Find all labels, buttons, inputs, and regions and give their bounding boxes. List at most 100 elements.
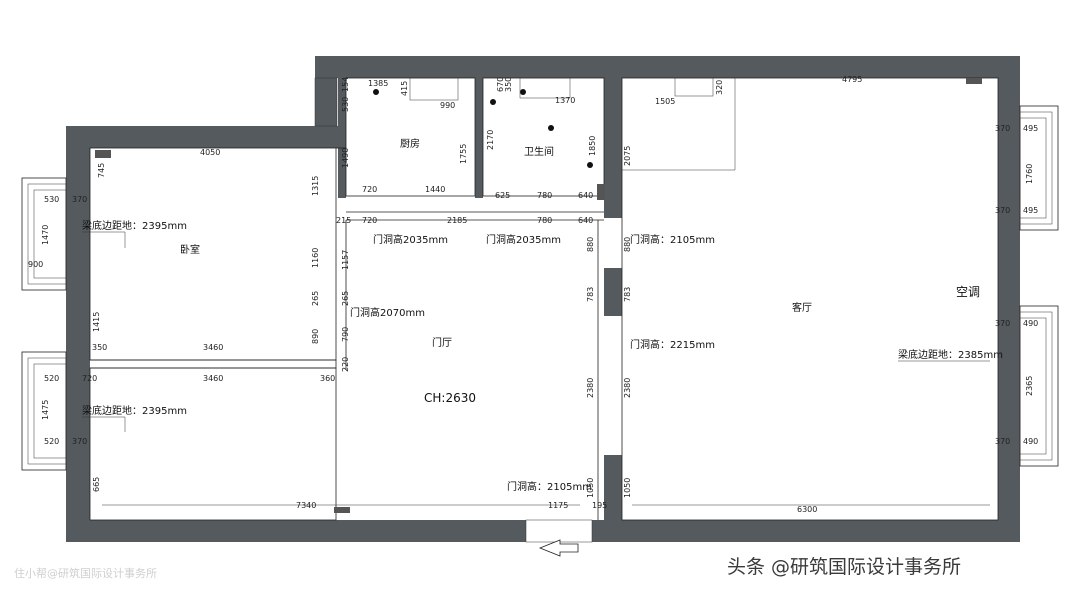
- notes: CH:2630 梁底边距地：2395mm 梁底边距地：2395mm 梁底边距地：…: [82, 219, 1003, 493]
- dim-label: 1315: [311, 176, 320, 196]
- room-labels: 卧室 厨房 卫生间 门厅 客厅 空调: [180, 137, 980, 349]
- beam-note-bedroom-2: 梁底边距地：2395mm: [82, 404, 187, 417]
- radiator: [95, 150, 111, 158]
- dim-label: 350: [92, 343, 107, 352]
- dimensions-vertical: 745 1315 1470 1160 1157 265 265 1415 890…: [41, 77, 1034, 498]
- watermark-left: 住小帮@研筑国际设计事务所: [14, 566, 157, 580]
- dim-label: 495: [1023, 206, 1038, 215]
- dim-label: 720: [362, 216, 377, 225]
- dim-label: 215: [336, 216, 351, 225]
- dim-label: 220: [341, 357, 350, 372]
- dim-label: 1470: [41, 225, 50, 245]
- dim-label: 530: [341, 97, 350, 112]
- dim-label: 1385: [368, 79, 388, 88]
- entry-door: [525, 519, 593, 557]
- dim-label: 665: [92, 477, 101, 492]
- dim-label: 520: [44, 374, 59, 383]
- dim-label: 670: [496, 77, 505, 92]
- dim-label: 370: [995, 437, 1010, 446]
- ceiling-height: CH:2630: [424, 391, 476, 405]
- room-label-bathroom: 卫生间: [524, 145, 554, 158]
- dim-label: 195: [592, 501, 607, 510]
- dim-label: 1370: [555, 96, 575, 105]
- dim-label: 880: [623, 237, 632, 252]
- fixture-dot: [548, 125, 554, 131]
- dim-label: 745: [97, 163, 106, 178]
- dim-label: 1175: [548, 501, 568, 510]
- dim-label: 720: [82, 374, 97, 383]
- dim-label: 370: [995, 319, 1010, 328]
- dim-label: 320: [715, 80, 724, 95]
- dim-label: 1440: [425, 185, 445, 194]
- balconies: [21, 77, 1059, 471]
- dim-label: 415: [400, 81, 409, 96]
- dim-label: 640: [578, 216, 593, 225]
- radiator: [966, 78, 982, 84]
- dim-label: 2380: [623, 378, 632, 398]
- living-cabinet: [674, 77, 714, 97]
- door-note-bedroom: 门洞高2070mm: [350, 306, 425, 319]
- dim-label: 1850: [588, 136, 597, 156]
- dim-label: 490: [1023, 437, 1038, 446]
- walls: [66, 56, 1020, 542]
- dim-label: 1050: [623, 478, 632, 498]
- dim-label: 7340: [296, 501, 316, 510]
- dim-label: 990: [440, 101, 455, 110]
- dim-label: 2380: [586, 378, 595, 398]
- bath-counter: [519, 77, 571, 99]
- fixture-dot: [520, 89, 526, 95]
- dim-label: 350: [504, 77, 513, 92]
- dim-label: 640: [578, 191, 593, 200]
- dim-label: 1490: [341, 148, 350, 168]
- dim-label: 1475: [41, 400, 50, 420]
- dim-label: 360: [320, 374, 335, 383]
- dim-label: 2185: [447, 216, 467, 225]
- dim-label: 780: [537, 191, 552, 200]
- dim-label: 1755: [459, 144, 468, 164]
- door-note-living-2: 门洞高：2215mm: [630, 338, 715, 351]
- dim-label: 4795: [842, 75, 862, 84]
- dim-label: 1157: [341, 250, 350, 270]
- dim-label: 490: [1023, 319, 1038, 328]
- dim-label: 790: [341, 327, 350, 342]
- dim-label: 370: [995, 124, 1010, 133]
- dim-label: 625: [495, 191, 510, 200]
- door-note-living-1: 门洞高：2105mm: [630, 233, 715, 246]
- door-note-entry: 门洞高：2105mm: [507, 480, 592, 493]
- dim-label: 890: [311, 329, 320, 344]
- beam-note-living: 梁底边距地：2385mm: [898, 348, 1003, 361]
- room-label-living: 客厅: [792, 301, 812, 314]
- dim-label: 783: [623, 287, 632, 302]
- dim-label: 370: [72, 195, 87, 204]
- dim-label: 900: [28, 260, 43, 269]
- fixture-dot: [373, 89, 379, 95]
- door-note-bath: 门洞高2035mm: [486, 233, 561, 246]
- room-label-kitchen: 厨房: [400, 137, 420, 150]
- dim-label: 3460: [203, 374, 223, 383]
- fixture-dot: [490, 99, 496, 105]
- dim-label: 2365: [1025, 376, 1034, 396]
- dim-label: 154: [341, 77, 350, 92]
- room-label-hall: 门厅: [432, 336, 452, 349]
- dim-label: 1415: [92, 312, 101, 332]
- dim-label: 1160: [311, 248, 320, 268]
- dimensions: 4050 1385 990 1370 1505 4795 720 1440 62…: [28, 75, 1038, 514]
- dim-label: 370: [72, 437, 87, 446]
- dim-label: 530: [44, 195, 59, 204]
- dim-label: 3460: [203, 343, 223, 352]
- dim-label: 6300: [797, 505, 817, 514]
- dim-label: 780: [537, 216, 552, 225]
- dim-label: 783: [586, 287, 595, 302]
- radiator: [334, 507, 350, 513]
- door-note-kitchen: 门洞高2035mm: [373, 233, 448, 246]
- fixture-dot: [587, 162, 593, 168]
- dim-label: 520: [44, 437, 59, 446]
- dim-label: 265: [341, 291, 350, 306]
- beam-note-bedroom-1: 梁底边距地：2395mm: [82, 219, 187, 232]
- dim-label: 495: [1023, 124, 1038, 133]
- dim-label: 1760: [1025, 164, 1034, 184]
- dim-label: 4050: [200, 148, 220, 157]
- dim-label: 370: [995, 206, 1010, 215]
- room-label-bedroom: 卧室: [180, 243, 200, 256]
